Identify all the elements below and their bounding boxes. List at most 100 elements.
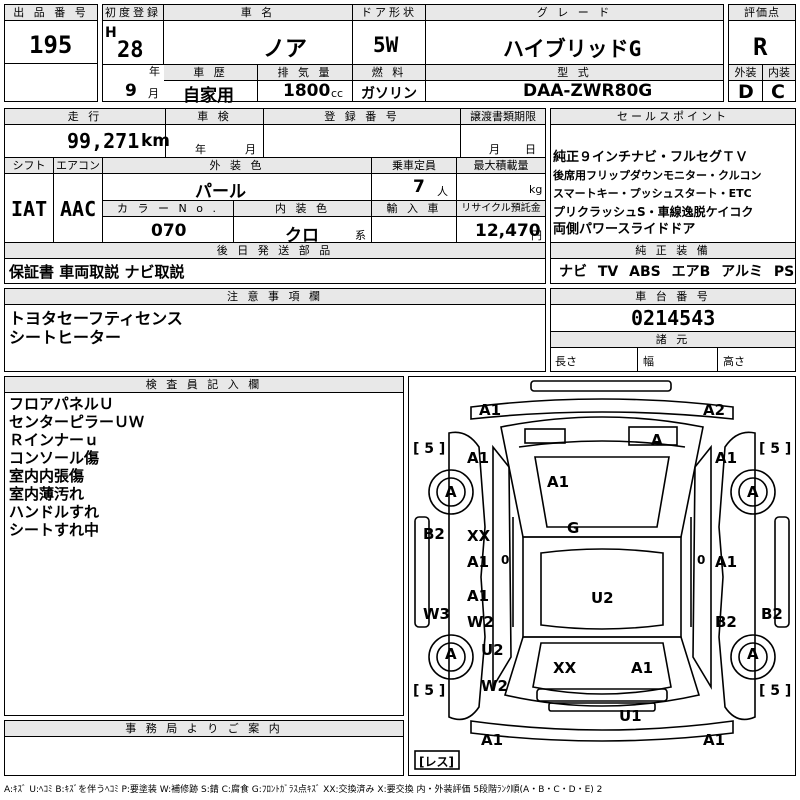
dmg-label: G (567, 519, 580, 537)
dmg-label: XX (553, 659, 577, 677)
color-no: 070 (151, 221, 187, 241)
vehicle-header: 初度登録 車 名 ドア形状 グ レ ー ド H 28 年 ノア 5W ハイブリッ… (102, 4, 724, 106)
seats-unit: 人 (437, 185, 448, 198)
info-table: 走 行 車 検 登 録 番 号 譲渡書類期限 99,271 km 年 月 月 日… (4, 108, 546, 284)
history: 自家用 (183, 86, 234, 106)
equip-list: ナビ TV ABS エアB アルミ PS PW (559, 261, 800, 281)
dmg-label: A1 (467, 587, 490, 605)
dmg-label: A (445, 645, 457, 663)
office-title: 事 務 局 よ り ご 案 内 (5, 721, 403, 737)
dmg-label: A (445, 483, 457, 501)
dmg-label: B2 (423, 525, 445, 543)
color-no-label: カ ラ ー N o . (103, 201, 233, 217)
disp-label: 排 気 量 (258, 65, 352, 81)
fuel-label: 燃 料 (353, 65, 425, 81)
sales-line: 両側パワースライドドア (553, 222, 696, 237)
history-label: 車 歴 (164, 65, 257, 81)
sales-line: 後席用フリップダウンモニター・クルコン (553, 169, 762, 182)
equip-item: アルミ (721, 264, 764, 280)
ext-label: 外装 (729, 65, 762, 81)
note-line: シートヒーター (9, 328, 122, 347)
equip-item: TV (597, 264, 619, 280)
height-label: 高さ (723, 355, 745, 368)
divider (5, 63, 97, 64)
transfer-label: 譲渡書類期限 (461, 109, 545, 125)
chassis-number: 0214543 (631, 306, 716, 330)
legend: A:ｷｽﾞ U:ﾍｺﾐ B:ｷｽﾞを伴うﾍｺﾐ P:要塗装 W:補修跡 S:錆 … (4, 785, 603, 795)
sales-title: セールスポイント (551, 109, 795, 125)
load-label: 最大積載量 (457, 158, 545, 174)
width-label: 幅 (643, 355, 654, 368)
sales-line: 純正９インチナビ・フルセグＴＶ (553, 150, 749, 165)
int-label: 内装 (763, 65, 795, 81)
lot-box: 出 品 番 号 195 (4, 4, 98, 102)
dmg-label: A (747, 645, 759, 663)
mileage-unit: km (141, 131, 171, 151)
chassis-box: 車 台 番 号 0214543 諸 元 長さ 幅 高さ (550, 288, 796, 372)
damage-diagram: A1 A2 A A1 A1 A1 A A G B2 XX A1 0 0 A1 A… (408, 376, 796, 776)
chassis-title: 車 台 番 号 (551, 289, 795, 305)
insp-month-unit: 月 (245, 143, 256, 156)
inspection-label: 車 検 (166, 109, 263, 125)
parts-label: 後 日 発 送 部 品 (5, 243, 545, 259)
inspector-box: 検 査 員 記 入 欄 フロアパネルＵ センターピラーＵＷ Ｒインナーｕ コンソ… (4, 376, 404, 716)
tire-depth-label: [ 5 ] (759, 441, 792, 457)
reg-label: 初度登録 (103, 5, 163, 21)
transfer-day-unit: 日 (525, 143, 536, 156)
dmg-label: A1 (631, 659, 654, 677)
interior-label: 内 装 色 (234, 201, 371, 217)
recycle-label: リサイクル預託金 (457, 201, 545, 217)
inspector-notes: フロアパネルＵ センターピラーＵＷ Ｒインナーｕ コンソール傷 室内内張傷 室内… (9, 395, 144, 539)
inspector-line: Ｒインナーｕ (9, 431, 100, 449)
dmg-label: A1 (715, 553, 738, 571)
inspector-line: フロアパネルＵ (9, 395, 114, 413)
int-score: C (771, 81, 785, 103)
grade-label: グ レ ー ド (426, 5, 723, 21)
year-unit: 年 (149, 65, 160, 78)
score-label: 評価点 (729, 5, 795, 21)
inspector-line: ハンドルすれ (9, 503, 100, 521)
insp-year-unit: 年 (195, 143, 206, 156)
inspector-line: センターピラーＵＷ (9, 413, 145, 431)
inspector-line: コンソール傷 (9, 449, 100, 467)
color-label: 外 装 色 (103, 158, 371, 174)
displacement: 1800 (283, 81, 331, 101)
ext-color: パール (195, 182, 246, 202)
equip-item: ABS (629, 264, 661, 280)
dmg-label: A (747, 483, 759, 501)
aircon: AAC (60, 197, 97, 221)
dmg-label: U2 (481, 641, 504, 659)
lot-label: 出 品 番 号 (5, 5, 97, 21)
dmg-label: XX (467, 527, 491, 545)
notes-box: 注 意 事 項 欄 トヨタセーフティセンス シートヒーター (4, 288, 546, 372)
reg-month: 9 (125, 81, 137, 101)
month-unit: 月 (148, 87, 159, 100)
inspector-line: 室内内張傷 (9, 467, 85, 485)
inspector-line: シートすれ中 (9, 521, 100, 539)
doors: 5W (373, 33, 399, 57)
mileage-label: 走 行 (5, 109, 165, 125)
length-label: 長さ (555, 355, 577, 368)
fuel: ガソリン (361, 86, 417, 102)
equip-item: エアB (671, 264, 711, 280)
dmg-label: A1 (715, 449, 738, 467)
car-name: ノア (263, 37, 308, 62)
recycle-fee: 12,470 (475, 221, 541, 241)
tire-depth-label: [ 5 ] (413, 683, 446, 699)
lot-number: 195 (29, 31, 73, 59)
dmg-label: A (651, 431, 663, 449)
notes-title: 注 意 事 項 欄 (5, 289, 545, 305)
interior-unit: 系 (355, 229, 366, 242)
shift-label: シフト (5, 158, 53, 174)
name-label: 車 名 (164, 5, 352, 21)
dmg-label: A1 (467, 553, 490, 571)
dmg-label: A1 (467, 449, 490, 467)
dmg-label: B2 (761, 605, 783, 623)
dmg-label: B2 (715, 613, 737, 631)
disp-unit: cc (331, 87, 344, 100)
dmg-label: A1 (547, 473, 570, 491)
import-label: 輸 入 車 (372, 201, 456, 217)
equip-item: PS (773, 264, 795, 280)
spare-label: [レス] (419, 755, 454, 769)
dmg-label: A1 (481, 731, 504, 749)
